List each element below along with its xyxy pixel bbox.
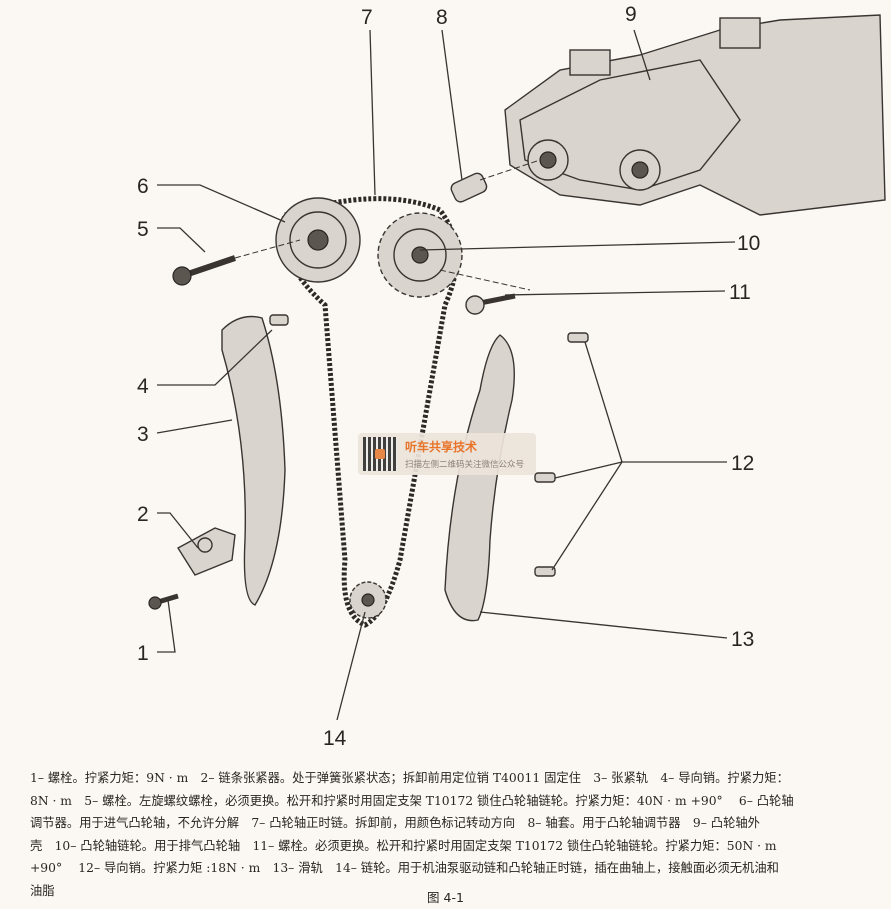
callout-4: 4 — [137, 375, 149, 398]
watermark-title: 听车共享技术 — [405, 440, 478, 454]
callout-8: 8 — [436, 6, 448, 29]
callout-7: 7 — [361, 6, 373, 29]
callout-9: 9 — [625, 3, 637, 26]
legend-line: 8N · m 5– 螺栓。左旋螺纹螺栓，必须更换。松开和拧紧时用固定支架 T10… — [30, 793, 794, 808]
legend-line: 调节器。用于进气凸轮轴，不允许分解 7– 凸轮轴正时链。拆卸前，用颜色标记转动方… — [30, 816, 760, 830]
guide-pins-12 — [534, 332, 589, 577]
tensioner-rail — [221, 315, 286, 606]
slide-rail — [444, 334, 515, 622]
chain-tensioner — [177, 527, 236, 576]
figure-label: 图 4-1 — [427, 890, 464, 905]
watermark-subtitle: 扫描左侧二维码关注微信公众号 — [405, 460, 525, 470]
crankshaft-sprocket — [349, 581, 387, 619]
camshaft-housing — [504, 14, 886, 216]
guide-pin-4 — [269, 314, 289, 326]
assembly-line — [234, 239, 301, 259]
camshaft-sprocket — [377, 212, 463, 298]
camshaft-adjuster — [275, 197, 361, 283]
bolt-11 — [465, 293, 516, 315]
callout-1: 1 — [137, 642, 149, 665]
assembly-line — [439, 269, 531, 291]
callout-10: 10 — [737, 232, 760, 255]
bolt-1 — [148, 593, 179, 610]
callout-2: 2 — [137, 503, 149, 526]
callout-12: 12 — [731, 452, 754, 475]
legend-line: 壳 10– 凸轮轴链轮。用于排气凸轮轴 11– 螺栓。必须更换。松开和拧紧时用固… — [30, 838, 777, 853]
assembly-line — [479, 159, 541, 181]
timing-chain-exploded-diagram: 1 2 3 4 5 6 7 8 9 10 11 12 13 14 — [137, 3, 886, 750]
callout-5: 5 — [137, 218, 149, 241]
callout-13: 13 — [731, 628, 754, 651]
callout-3: 3 — [137, 423, 149, 446]
figure-legend: 1– 螺栓。拧紧力矩：9N · m 2– 链条张紧器。处于弹簧张紧状态；拆卸前用… — [30, 767, 880, 902]
legend-line: +90° 12– 导向销。拧紧力矩 :18N · m 13– 滑轨 14– 链轮… — [30, 861, 779, 875]
legend-line: 油脂 — [30, 883, 55, 898]
legend-line: 1– 螺栓。拧紧力矩：9N · m 2– 链条张紧器。处于弹簧张紧状态；拆卸前用… — [30, 771, 789, 785]
callout-11: 11 — [729, 281, 751, 304]
watermark-banner: 听车共享技术 扫描左侧二维码关注微信公众号 — [358, 433, 536, 475]
leader-lines — [156, 29, 736, 721]
watermark-text: 听车共享技术 扫描左侧二维码关注微信公众号 — [405, 438, 524, 470]
timing-chain — [280, 196, 459, 628]
qr-code-icon — [363, 437, 397, 471]
bolt-5 — [172, 255, 236, 286]
bushing — [450, 172, 488, 203]
callout-14: 14 — [323, 727, 347, 750]
callout-6: 6 — [137, 175, 149, 198]
